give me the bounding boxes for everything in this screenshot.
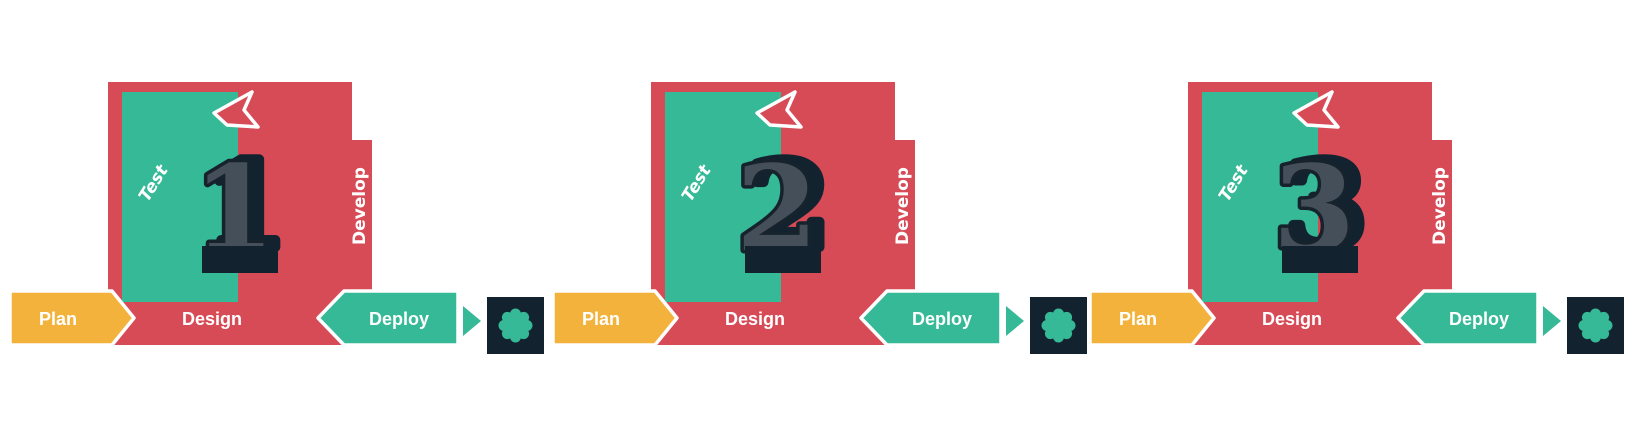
deploy-arrow	[1396, 289, 1540, 347]
iteration-1: 1 1 Plan Design Deploy Test Develop	[8, 82, 544, 354]
plan-arrow	[1088, 289, 1216, 347]
cycle-arrowhead-icon	[1292, 90, 1340, 129]
plan-arrow	[551, 289, 679, 347]
cycle-arrowhead-icon	[755, 90, 803, 129]
gear-icon	[1041, 308, 1076, 343]
deploy-arrow	[316, 289, 460, 347]
chevron-right-icon	[1543, 306, 1561, 336]
develop-band-bump	[1432, 140, 1452, 290]
number-pedestal	[745, 246, 821, 273]
deploy-label: Deploy	[369, 309, 429, 329]
deploy-label: Deploy	[912, 309, 972, 329]
develop-label: Develop	[350, 167, 370, 245]
design-label: Design	[182, 309, 242, 329]
iteration-2: 2 2 Plan Design Deploy Test Develop	[551, 82, 1087, 354]
gear-icon	[1578, 308, 1613, 343]
deploy-arrow	[859, 289, 1003, 347]
iteration-3: 3 3 Plan Design Deploy Test Develop	[1088, 82, 1624, 354]
cycle-arrowhead-icon	[212, 90, 260, 129]
design-label: Design	[1262, 309, 1322, 329]
number-pedestal	[1282, 246, 1358, 273]
develop-label: Develop	[1430, 167, 1450, 245]
gear-icon	[498, 308, 533, 343]
chevron-right-icon	[463, 306, 481, 336]
develop-label: Develop	[893, 167, 913, 245]
develop-band-bump	[895, 140, 915, 290]
number-pedestal	[202, 246, 278, 273]
plan-label: Plan	[582, 309, 620, 329]
deploy-label: Deploy	[1449, 309, 1509, 329]
plan-label: Plan	[39, 309, 77, 329]
design-label: Design	[725, 309, 785, 329]
chevron-right-icon	[1006, 306, 1024, 336]
plan-label: Plan	[1119, 309, 1157, 329]
develop-band-bump	[352, 140, 372, 290]
plan-arrow	[8, 289, 136, 347]
